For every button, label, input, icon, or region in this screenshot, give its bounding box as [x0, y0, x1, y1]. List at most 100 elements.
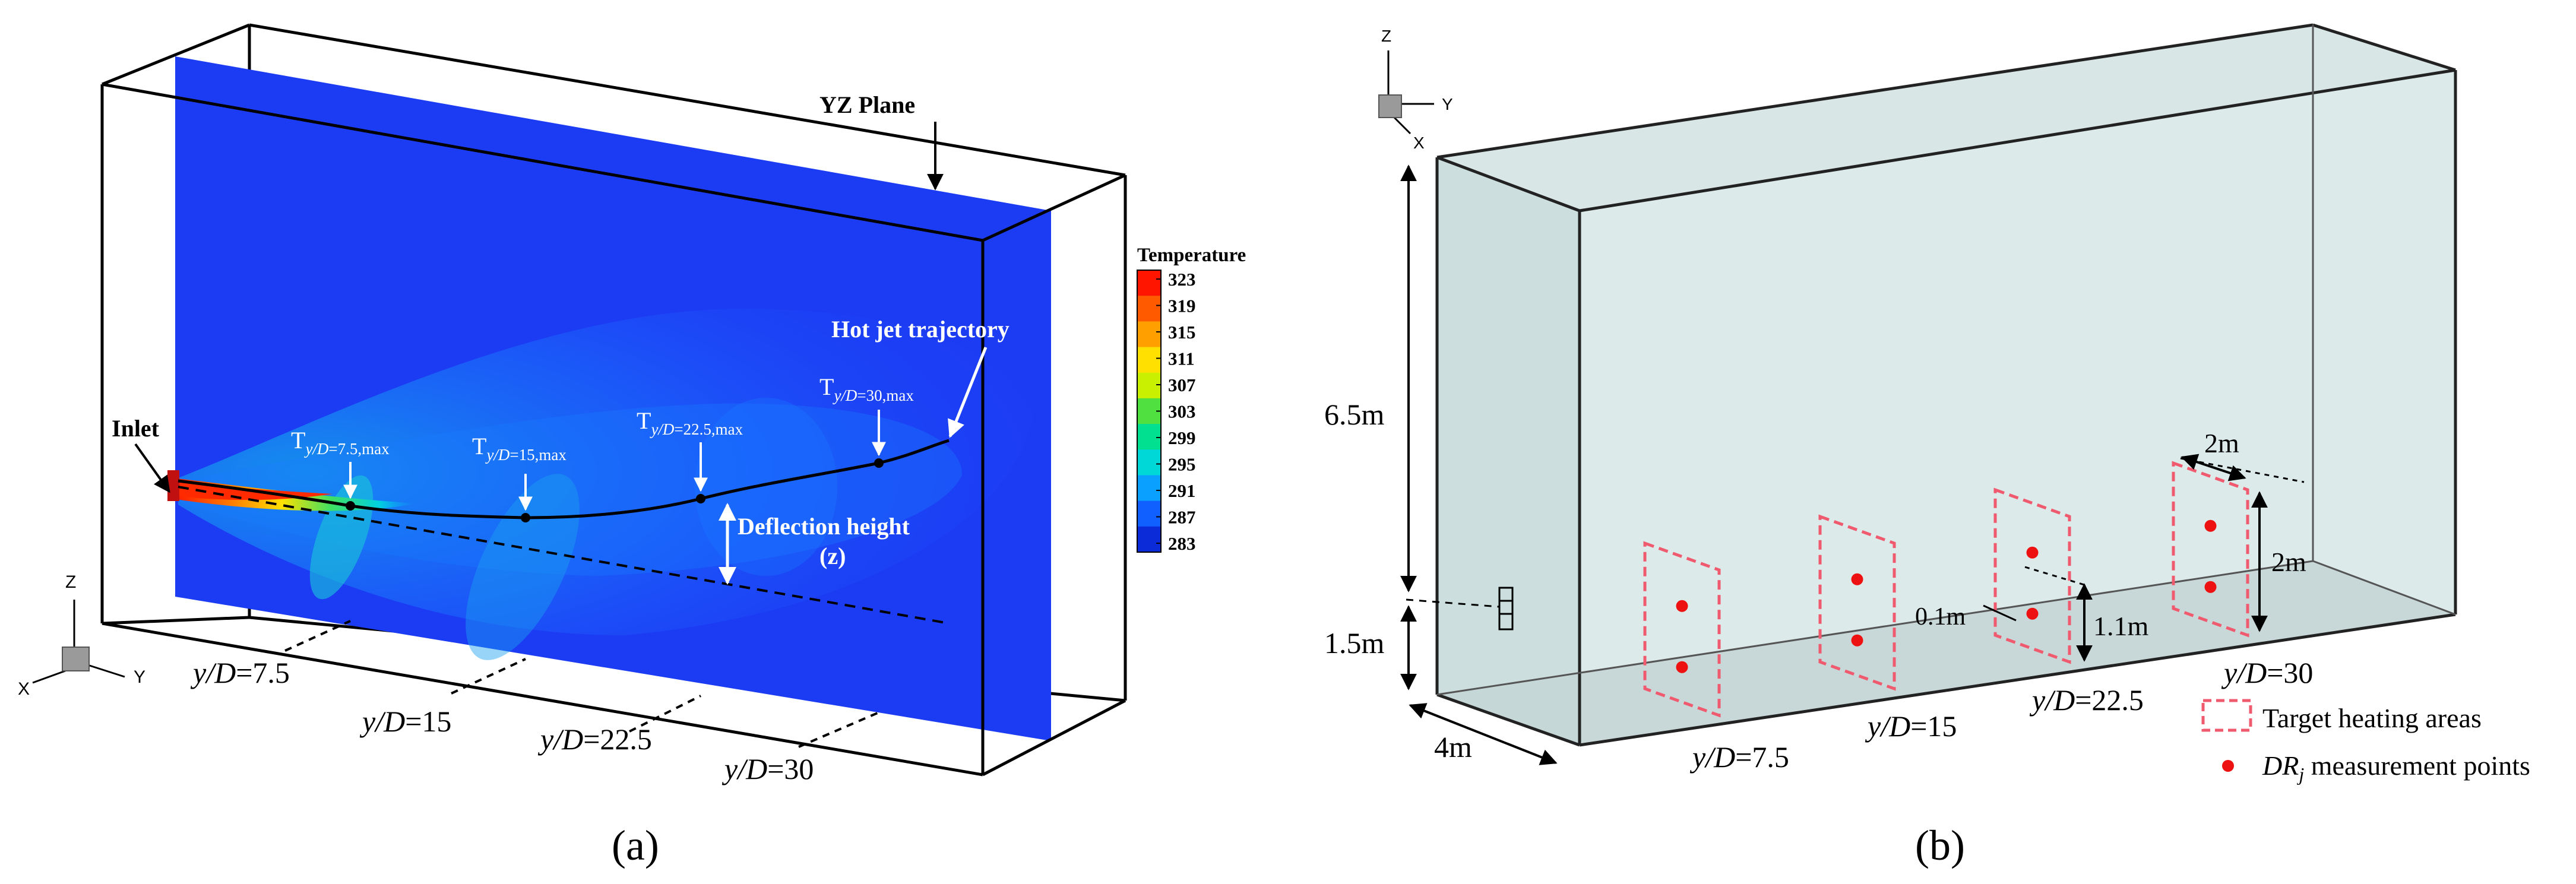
- max-marker-arrows: [343, 410, 886, 511]
- axis-y-label-b: Y: [1442, 95, 1453, 113]
- trajectory-label: Hot jet trajectory: [831, 316, 1009, 343]
- station-b-7-5: y/D=7.5: [1689, 740, 1789, 774]
- axis-z-label-a: Z: [65, 572, 76, 592]
- station-b-22-5: y/D=22.5: [2029, 683, 2144, 717]
- axis-x-label-a: X: [18, 679, 30, 699]
- station-a-30: y/D=30: [721, 752, 814, 785]
- colorbar-stripe: [1137, 449, 1161, 476]
- dim-left: [1400, 164, 1558, 765]
- deflection-label: Deflection height: [738, 513, 910, 540]
- dim-offset: 0.1m: [1915, 603, 1966, 630]
- station-b-30: y/D=30: [2221, 656, 2313, 689]
- legend-heating-swatch: [2201, 699, 2252, 732]
- colorbar-ticks: 323 319 315 311 307 303 299 295 291 287 283: [1156, 269, 1196, 554]
- point-22-5: [696, 494, 705, 503]
- inlet-marker-b: [1406, 587, 1514, 630]
- panel-a: Ty/D=7.5,max Ty/D=15,max Ty/D=22.5,max T…: [18, 23, 1246, 869]
- dim-point-height: 1.1m: [2093, 611, 2149, 641]
- measurement-point: [2204, 581, 2217, 593]
- dim-area-width: 2m: [2204, 428, 2239, 458]
- colorbar-tick-label: 287: [1168, 507, 1196, 528]
- domain-box-front: [100, 23, 1126, 777]
- point-7-5: [346, 501, 355, 511]
- axis-triad-b: Z Y X: [1378, 27, 1453, 152]
- axis-x-label-b: X: [1413, 134, 1425, 152]
- station-labels-b: y/D=7.5 y/D=15 y/D=22.5 y/D=30: [1689, 656, 2313, 774]
- room-top: [1437, 25, 2455, 211]
- temperature-plume: [167, 309, 1033, 660]
- colorbar-tick-label: 303: [1168, 401, 1196, 422]
- room-floor: [1437, 561, 2455, 745]
- axis-triad-a: Z Y X: [18, 572, 145, 699]
- station-lines-a: [284, 620, 879, 748]
- axis-y-label-a: Y: [134, 667, 145, 687]
- legend-point-swatch: [2222, 760, 2234, 772]
- panel-b: 6.5m 1.5m 4m 2m 2m 1.1m 0.1m y/D=7.5 y/D…: [1324, 23, 2530, 869]
- room-hidden-edges: [1436, 25, 2456, 696]
- point-30: [874, 458, 884, 468]
- station-labels-a: y/D=7.5 y/D=15 y/D=22.5 y/D=30: [190, 656, 814, 785]
- axis-z-label-b: Z: [1381, 27, 1391, 45]
- t-max-7-5: Ty/D=7.5,max: [291, 427, 390, 458]
- legend-b: Target heating areas DRj measurement poi…: [2201, 699, 2530, 785]
- measurement-point: [2204, 519, 2217, 532]
- measurement-point: [1676, 661, 1688, 673]
- measurement-point: [1676, 600, 1688, 612]
- t-max-30: Ty/D=30,max: [819, 373, 914, 404]
- legend-heating-label: Target heating areas: [2262, 703, 2482, 733]
- heating-area-2: [1818, 514, 1896, 691]
- deflection-symbol: (z): [819, 543, 846, 569]
- colorbar-tick-label: 283: [1168, 533, 1196, 554]
- inlet-arrow: [134, 443, 170, 493]
- dim-area-height: 2m: [2271, 547, 2306, 577]
- colorbar-tick-label: 299: [1168, 427, 1196, 448]
- colorbar-tick-label: 315: [1168, 322, 1196, 343]
- heating-area-1: [1643, 541, 1721, 718]
- colorbar-stripe: [1137, 347, 1161, 373]
- colorbar-tick-label: 307: [1168, 375, 1196, 395]
- dim-inlet-height: 1.5m: [1324, 626, 1385, 660]
- caption-b: (b): [1915, 822, 1965, 869]
- colorbar-tick-label: 311: [1168, 348, 1195, 369]
- inlet-label: Inlet: [112, 415, 160, 442]
- colorbar-stripe: [1137, 526, 1161, 553]
- max-marker-labels: Ty/D=7.5,max Ty/D=15,max Ty/D=22.5,max T…: [291, 373, 914, 464]
- jet-trajectory: [178, 439, 950, 519]
- t-max-22-5: Ty/D=22.5,max: [637, 407, 743, 438]
- colorbar-stripes: [1137, 270, 1162, 553]
- dim-height: 6.5m: [1324, 398, 1385, 431]
- measurement-point: [2026, 546, 2039, 559]
- yz-plane-label: YZ Plane: [819, 91, 915, 118]
- station-a-15: y/D=15: [359, 705, 451, 738]
- legend-point-label: DRj measurement points: [2262, 750, 2530, 785]
- colorbar-stripe: [1137, 321, 1161, 348]
- dim-area: [1983, 454, 2305, 662]
- heating-area-3: [1993, 487, 2071, 664]
- colorbar-tick-label: 291: [1168, 480, 1196, 501]
- colorbar-stripe: [1137, 270, 1161, 297]
- t-max-15: Ty/D=15,max: [472, 433, 567, 464]
- caption-a: (a): [612, 822, 659, 869]
- trajectory-arrow: [948, 347, 988, 438]
- measurement-point: [1851, 573, 1863, 585]
- dim-width: 4m: [1434, 730, 1472, 763]
- measurement-point: [2026, 607, 2039, 620]
- colorbar-title: Temperature: [1137, 245, 1246, 266]
- measurement-point: [1851, 634, 1863, 647]
- colorbar-stripe: [1137, 500, 1161, 527]
- point-15: [521, 513, 530, 522]
- station-a-7-5: y/D=7.5: [190, 656, 290, 689]
- jet-centerline: [178, 486, 950, 625]
- colorbar-stripe: [1137, 372, 1161, 399]
- colorbar-stripe: [1137, 296, 1161, 322]
- colorbar: Temperature 323 319 315 311 307 303 299 295 291 2…: [1137, 245, 1246, 554]
- station-b-15: y/D=15: [1865, 709, 1957, 743]
- colorbar-tick-label: 319: [1168, 296, 1196, 316]
- colorbar-tick-label: 323: [1168, 269, 1196, 290]
- room-side: [1437, 157, 1580, 745]
- colorbar-stripe: [1137, 475, 1161, 502]
- trajectory-points: [346, 458, 884, 522]
- colorbar-tick-label: 295: [1168, 454, 1196, 475]
